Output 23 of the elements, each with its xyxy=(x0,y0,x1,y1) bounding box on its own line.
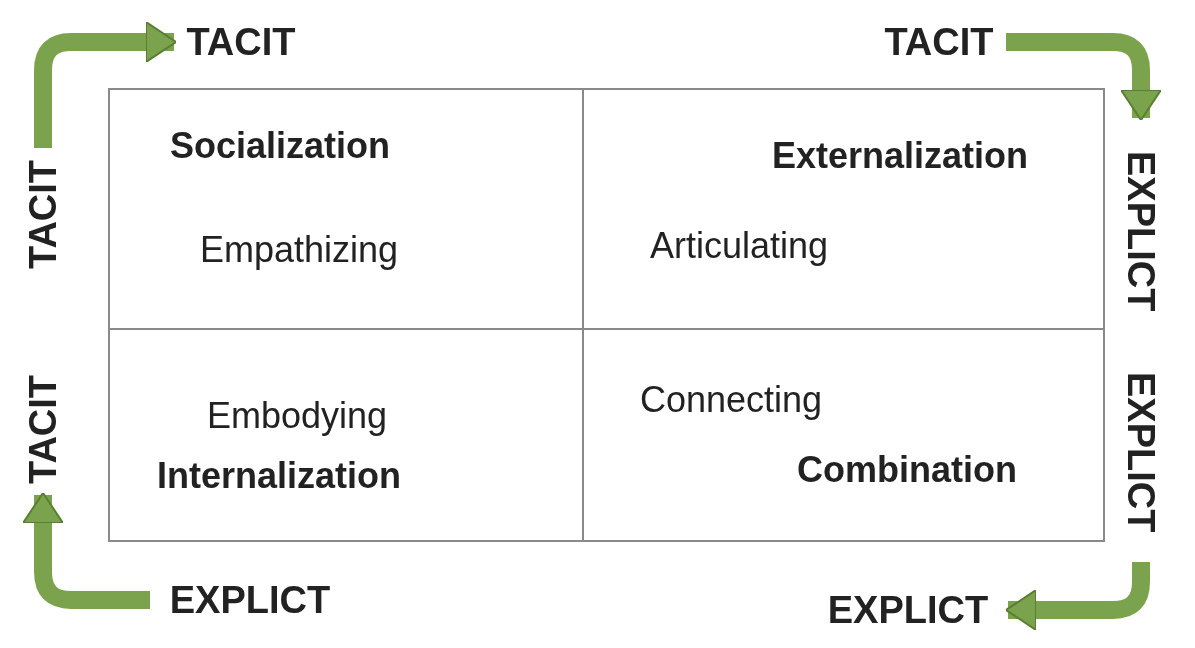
mode-heading: Externalization xyxy=(772,136,1029,176)
axis-label: TACIT xyxy=(176,20,306,64)
axis-label: TACIT xyxy=(20,150,66,278)
mode-activity: Articulating xyxy=(650,226,829,266)
curved-arrow xyxy=(34,21,177,148)
axis-label: TACIT xyxy=(874,20,1004,64)
quadrant-box xyxy=(108,328,584,542)
curved-arrow xyxy=(1006,33,1162,121)
quadrant-box xyxy=(582,328,1105,542)
quadrant-box xyxy=(582,88,1105,330)
mode-heading: Combination xyxy=(797,450,1017,490)
curved-arrow xyxy=(22,492,150,609)
quadrant-box xyxy=(108,88,584,330)
mode-heading: Internalization xyxy=(157,456,402,496)
mode-heading: Socialization xyxy=(170,126,391,166)
axis-label: EXPLICT xyxy=(1118,345,1164,560)
mode-activity: Connecting xyxy=(640,380,823,420)
axis-label: EXPLICT xyxy=(152,578,348,622)
axis-label: EXPLICT xyxy=(810,588,1006,632)
mode-activity: Embodying xyxy=(207,396,388,436)
axis-label: EXPLICT xyxy=(1118,120,1164,342)
axis-label: TACIT xyxy=(20,365,66,493)
mode-activity: Empathizing xyxy=(200,230,399,270)
